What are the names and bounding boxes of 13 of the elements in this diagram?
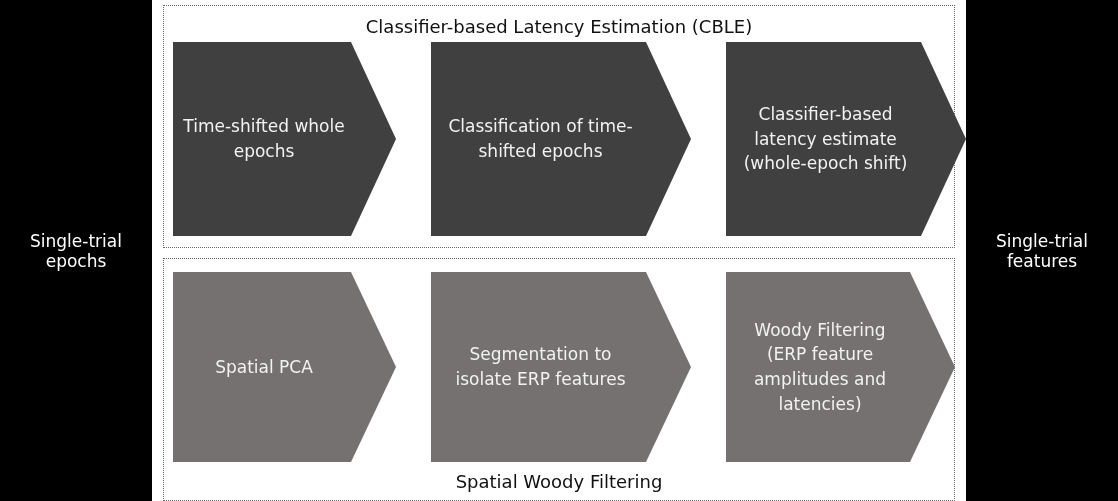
bar-label: Single-trial features <box>995 230 1089 271</box>
step-label: Woody Filtering (ERP feature amplitudes and latencies) <box>752 318 888 416</box>
side-bar <box>0 0 152 501</box>
step-label: Classifier-based latency estimate (whole-epoch shift) <box>742 103 909 176</box>
group-panel <box>163 258 955 501</box>
panel-title: Classifier-based Latency Estimation (CBLE) <box>364 16 754 37</box>
side-bar <box>966 0 1118 501</box>
step-label: Spatial PCA <box>215 355 313 379</box>
step-label: Time-shifted whole epochs <box>183 115 345 163</box>
bar-label: Single-trial epochs <box>29 230 123 271</box>
step-label: Segmentation to isolate ERP features <box>454 343 627 391</box>
panel-title: Spatial Woody Filtering <box>454 471 664 492</box>
step-label: Classification of time-shifted epochs <box>447 115 634 163</box>
